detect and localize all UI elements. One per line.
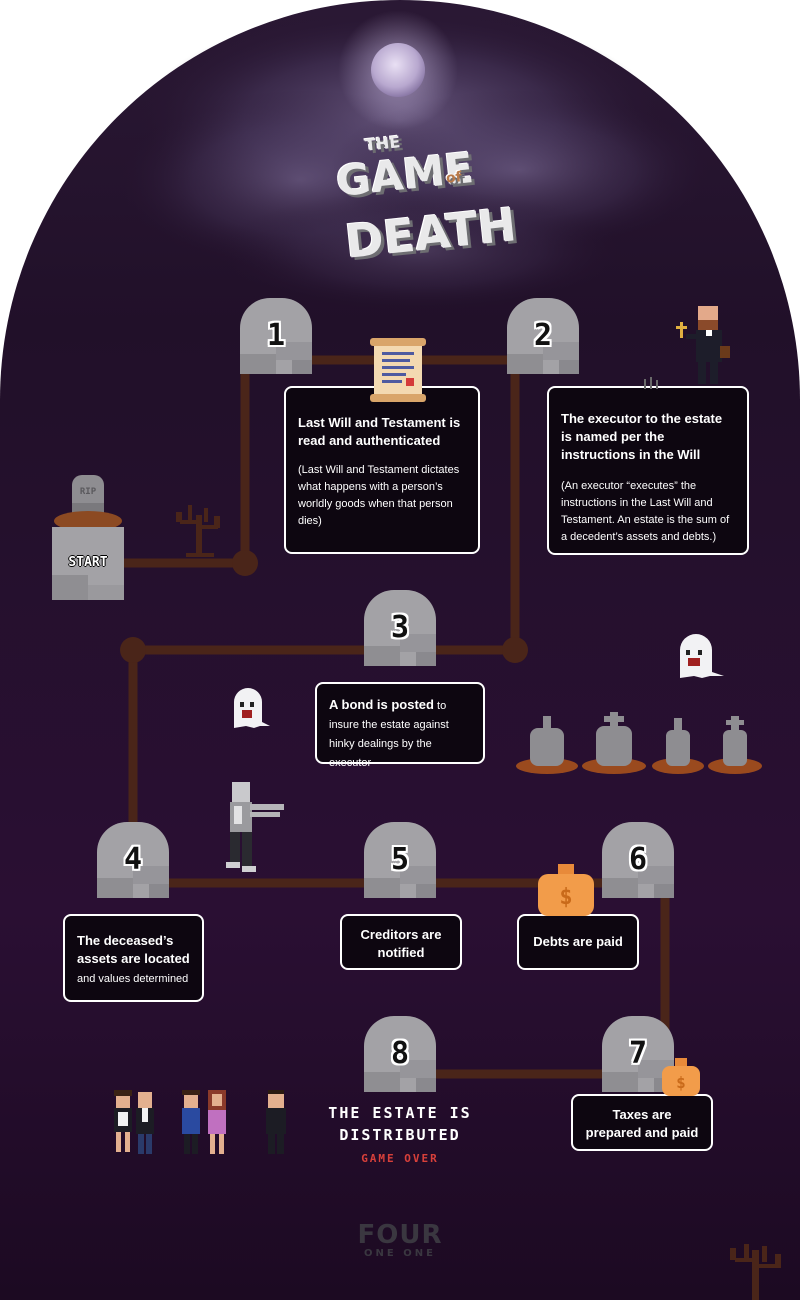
tombstone-icon [602, 822, 674, 898]
step-5-main-text: Creditors are notified [360, 927, 442, 960]
tombstone-icon [602, 1016, 674, 1092]
tombstone-icon [364, 822, 436, 898]
tombstone-icon [507, 298, 579, 374]
start-label: START [68, 555, 108, 570]
step-stone-7: 7 [602, 1016, 674, 1092]
step-number-7: 7 [628, 1036, 648, 1071]
tombstone-icon [364, 590, 436, 666]
family-characters-icon [110, 1088, 292, 1163]
step-7-card: Taxes are prepared and paid [571, 1094, 713, 1151]
step-number-4: 4 [123, 842, 143, 877]
step-number-8: 8 [390, 1036, 410, 1071]
step-stone-4: 4 [97, 822, 169, 898]
step-7-main-text: Taxes are prepared and paid [585, 1107, 699, 1140]
final-line-1: THE ESTATE IS [328, 1104, 472, 1122]
step-1-card: Last Will and Testament is read and auth… [284, 386, 480, 554]
scroll-icon [368, 338, 428, 407]
tombstone-icon [97, 822, 169, 898]
money-bag-icon: $ [534, 864, 598, 921]
graveyard-icon [516, 708, 762, 779]
final-message: THE ESTATE IS DISTRIBUTED [300, 1102, 500, 1146]
step-1-main-text: Last Will and Testament is read and auth… [298, 415, 461, 448]
tombstone-icon [364, 1016, 436, 1092]
dead-tree-icon [176, 505, 220, 557]
ghost-icon [230, 688, 272, 735]
step-stone-8: 8 [364, 1016, 436, 1092]
step-3-sub-text: to insure the estate against hinky deali… [329, 700, 449, 769]
step-3-card: A bond is posted to insure the estate ag… [315, 682, 485, 769]
step-number-1: 1 [266, 318, 286, 353]
path-nodes [120, 550, 528, 663]
step-1-sub-text: (Last Will and Testament dictates what h… [298, 464, 460, 527]
game-path [120, 355, 670, 1079]
step-6-main-text: Debts are paid [533, 934, 623, 949]
game-over-label: GAME OVER [361, 1152, 439, 1165]
small-money-bag-icon: $ [660, 1058, 702, 1101]
step-4-main-text: The deceased’s assets are located [77, 933, 190, 966]
step-stone-3: 3 [364, 590, 436, 666]
step-2-card: The executor to the estate is named per … [547, 386, 749, 555]
dead-tree-corner-icon [730, 1244, 781, 1300]
start-tombstone: RIP START [52, 475, 124, 600]
executor-character-icon [676, 302, 736, 393]
moon-icon [371, 43, 425, 97]
svg-text:$: $ [676, 1073, 686, 1092]
logo-line-2: ONE ONE [364, 1248, 436, 1259]
step-number-3: 3 [390, 610, 410, 645]
step-4-card: The deceased’s assets are located and va… [63, 914, 204, 1002]
step-number-5: 5 [390, 842, 410, 877]
four-one-one-logo: FOUR ONE ONE [352, 1222, 448, 1259]
ghost-right-icon [676, 634, 726, 685]
step-2-sub-text: (An executor “executes” the instructions… [561, 480, 730, 543]
tombstone-icon [240, 298, 312, 374]
step-stone-6: 6 [602, 822, 674, 898]
step-5-card: Creditors are notified [340, 914, 462, 970]
svg-text:$: $ [559, 885, 572, 910]
step-4-sub-text: and values determined [77, 973, 189, 985]
step-6-card: Debts are paid [517, 914, 639, 970]
step-number-2: 2 [533, 318, 553, 353]
final-line-2: DISTRIBUTED [339, 1126, 461, 1144]
step-number-6: 6 [628, 842, 648, 877]
logo-line-1: FOUR [357, 1220, 443, 1250]
title-of: of [445, 169, 463, 187]
grass-tuft-icon [642, 376, 664, 394]
rip-label: RIP [79, 487, 97, 497]
start-grave-icon [52, 475, 124, 600]
step-2-main-text: The executor to the estate is named per … [561, 411, 723, 462]
step-stone-5: 5 [364, 822, 436, 898]
step-3-main-text: A bond is posted [329, 697, 434, 712]
step-stone-2: 2 [507, 298, 579, 374]
zombie-character-icon [222, 782, 288, 883]
step-stone-1: 1 [240, 298, 312, 374]
